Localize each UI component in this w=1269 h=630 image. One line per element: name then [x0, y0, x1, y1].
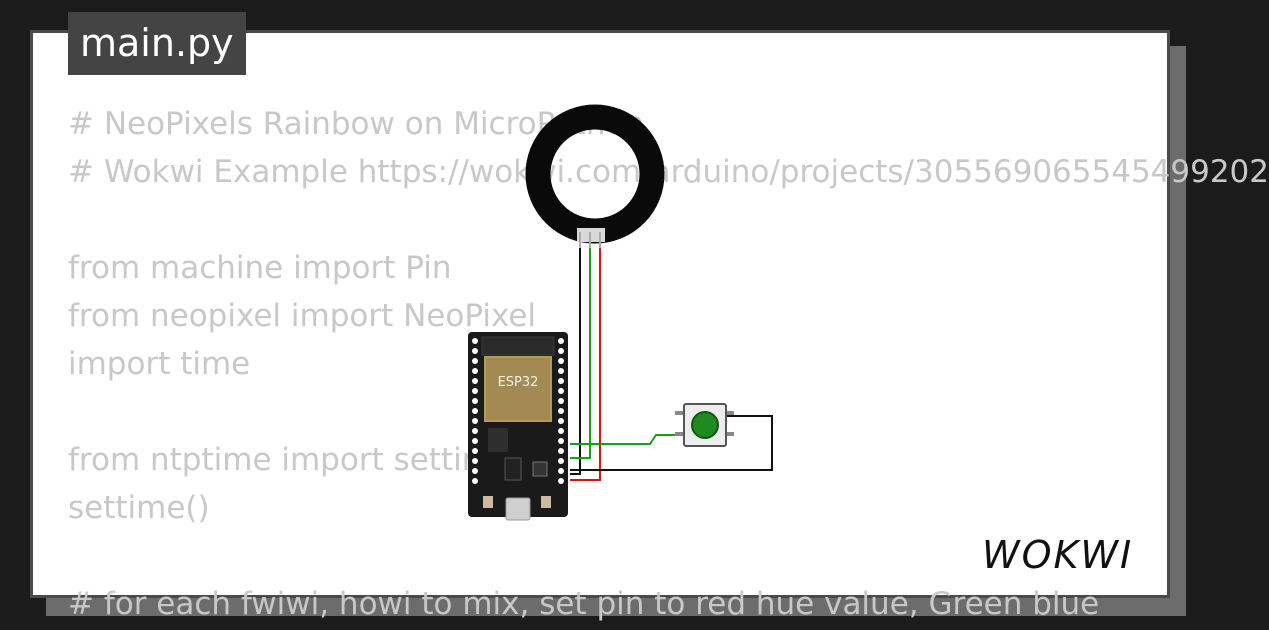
code-line: # for each fwiwi, howi to mix, set pin t…	[68, 586, 1100, 622]
wokwi-logo: WOKWI	[982, 533, 1133, 577]
wokwi-logo-text: WOKWI	[982, 533, 1133, 577]
wire-black-button[interactable]	[570, 415, 773, 471]
esp32-board[interactable]: ESP32	[468, 332, 568, 521]
code-line: import time	[68, 346, 251, 382]
wire-black[interactable]	[570, 240, 581, 475]
file-tab-main-py[interactable]: main.py	[68, 12, 246, 75]
wire-green-button[interactable]	[570, 434, 684, 445]
code-line: from machine import Pin	[68, 250, 452, 286]
neopixel-ring[interactable]	[525, 104, 665, 248]
code-line: settime()	[68, 490, 210, 526]
circuit-diagram: ESP32	[468, 104, 773, 521]
push-button[interactable]	[675, 403, 734, 447]
code-line: # Wokwi Example https://wokwi.com/arduin…	[68, 154, 1269, 190]
button-cap[interactable]	[691, 411, 719, 439]
esp32-label: ESP32	[498, 375, 539, 390]
code-line: from neopixel import NeoPixel	[68, 298, 537, 334]
wires	[570, 240, 773, 481]
